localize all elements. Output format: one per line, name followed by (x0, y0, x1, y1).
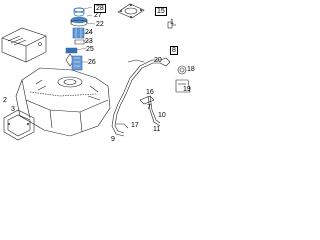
fuel-pump-module (65, 7, 88, 71)
callout-15: 15 (155, 7, 167, 16)
filler-cap-assembly (175, 65, 191, 93)
callout-16: 16 (146, 89, 154, 96)
callout-9: 9 (111, 136, 115, 143)
callout-10: 10 (158, 112, 166, 119)
callout-20: 20 (154, 57, 162, 64)
callout-17: 17 (131, 122, 139, 129)
callout-1: 1 (170, 19, 174, 26)
callout-23: 23 (85, 38, 93, 45)
callout-11: 11 (153, 126, 161, 133)
heat-shield (3, 109, 35, 141)
vent-hose (147, 95, 161, 127)
callout-8: 8 (170, 46, 178, 55)
callout-24: 24 (85, 29, 93, 36)
callout-7: 7 (147, 104, 151, 111)
fuel-tank (15, 67, 111, 137)
callout-19: 19 (183, 86, 191, 93)
callout-22: 22 (96, 21, 104, 28)
parts-diagram: 28 27 22 24 23 25 26 15 1 20 8 18 19 16 … (0, 0, 200, 147)
callout-28: 28 (94, 4, 106, 13)
control-module (1, 27, 47, 63)
callout-18: 18 (187, 66, 195, 73)
callout-3: 3 (11, 106, 15, 113)
callout-25: 25 (86, 46, 94, 53)
callout-26: 26 (88, 59, 96, 66)
canister-clip (139, 95, 155, 105)
diagram-drawing (1, 3, 191, 141)
callout-27: 27 (94, 12, 102, 19)
pump-leaders (76, 6, 96, 63)
small-bracket (167, 21, 176, 29)
gasket-plate (117, 3, 145, 19)
callout-2: 2 (3, 97, 7, 104)
lower-hose (116, 123, 129, 129)
filler-pipe (111, 57, 171, 137)
